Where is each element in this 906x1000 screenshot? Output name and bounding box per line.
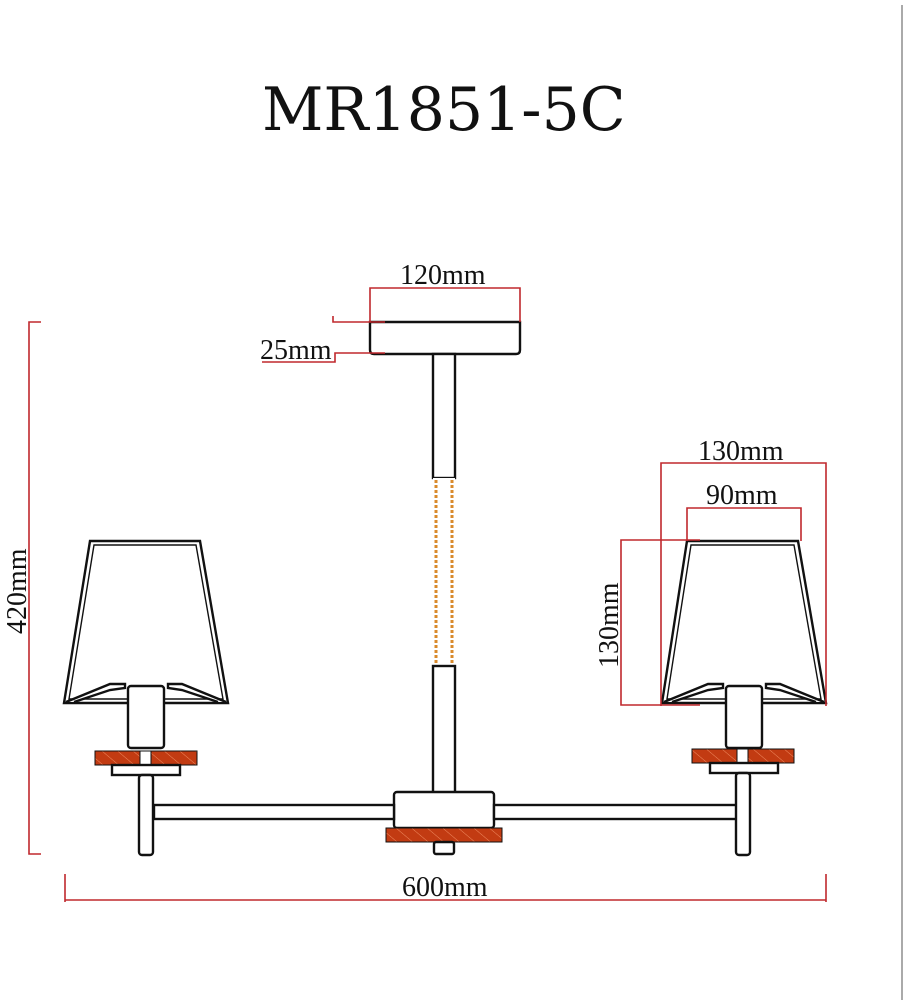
shade-height-dimension: 130mm <box>594 539 700 706</box>
svg-text:130mm: 130mm <box>698 436 784 467</box>
ceiling-canopy <box>368 320 522 356</box>
svg-text:90mm: 90mm <box>706 480 778 511</box>
canopy-width-dimension: 120mm <box>369 260 521 322</box>
total-width-dimension: 600mm <box>64 872 827 903</box>
shade-top-width-dimension: 90mm <box>686 480 802 541</box>
svg-text:600mm: 600mm <box>402 872 488 903</box>
svg-text:130mm: 130mm <box>594 582 625 668</box>
right-lamp <box>660 539 828 857</box>
horizontal-arms <box>152 803 740 821</box>
central-hub <box>385 790 503 856</box>
left-lamp <box>62 539 230 857</box>
canopy-height-dimension: 25mm <box>260 316 385 366</box>
central-stem <box>431 352 457 796</box>
shade-bottom-width-dimension: 130mm <box>660 436 827 706</box>
total-height-dimension: 420mm <box>2 321 41 855</box>
model-title: MR1851-5C <box>262 75 626 145</box>
svg-text:25mm: 25mm <box>260 335 332 366</box>
svg-text:120mm: 120mm <box>400 260 486 291</box>
svg-text:420mm: 420mm <box>2 548 33 634</box>
